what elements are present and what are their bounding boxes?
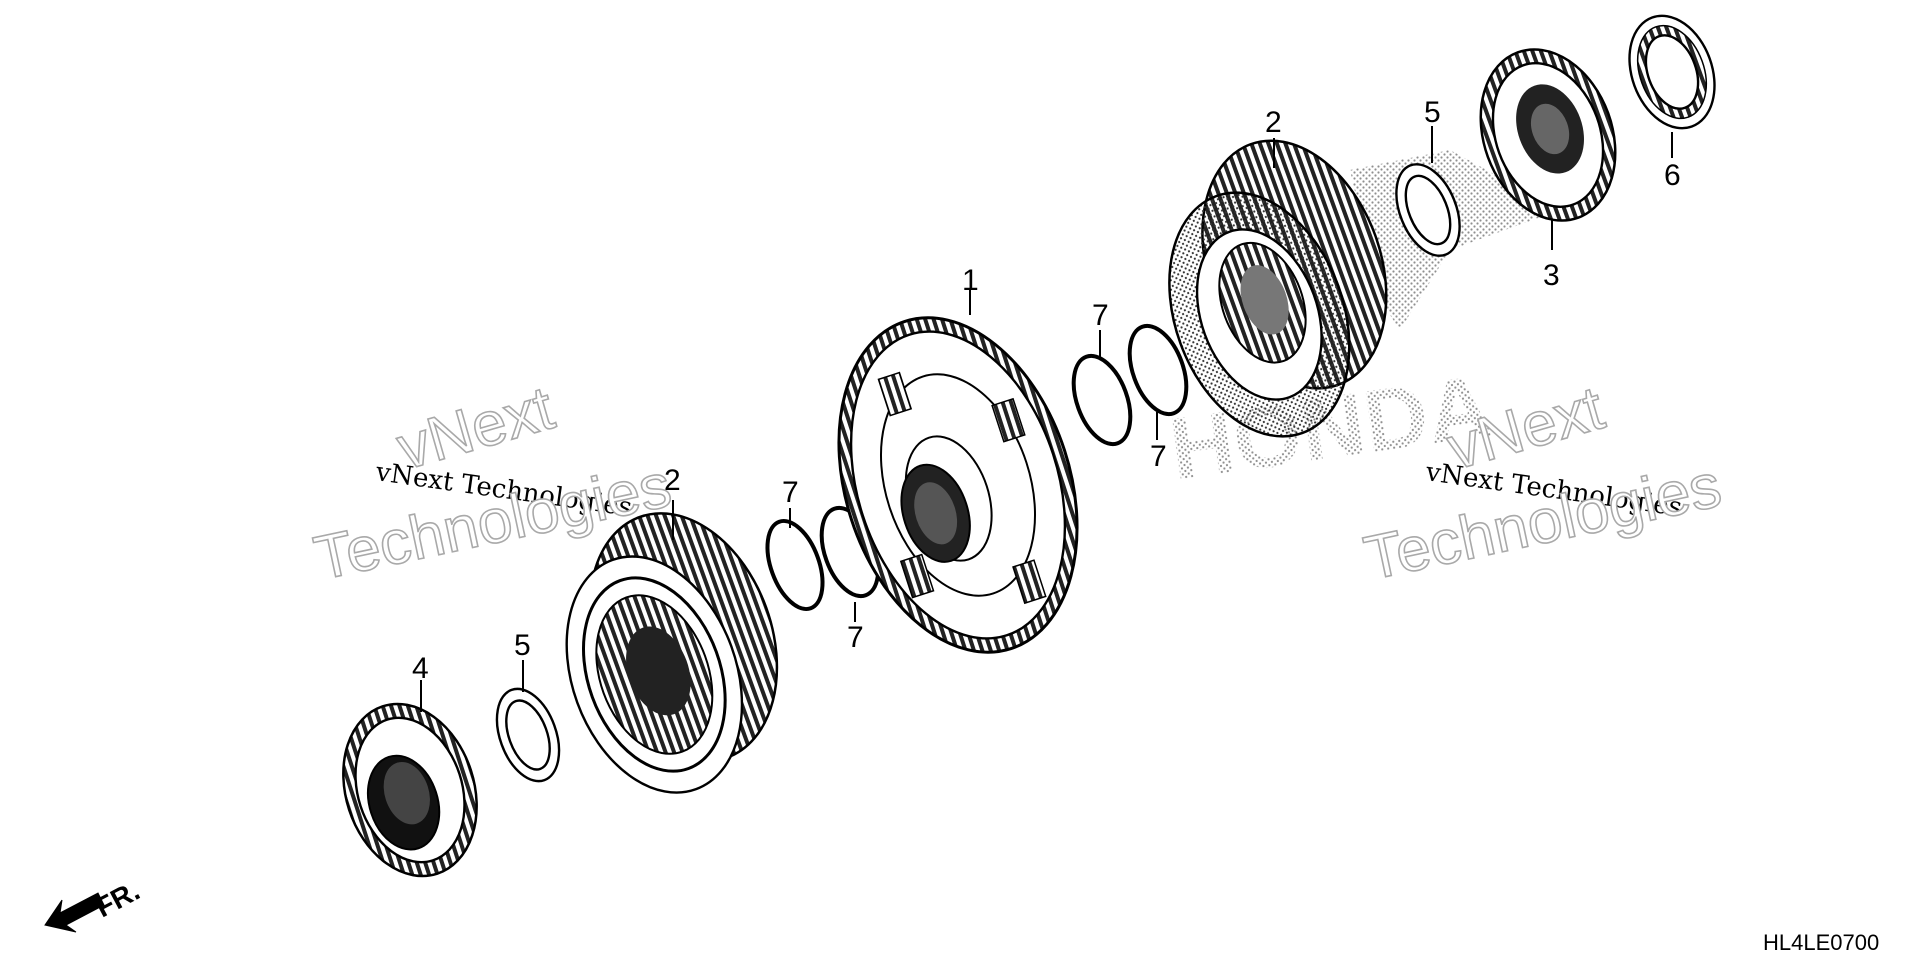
callouts: 1 2 2 3 4 5 5 6 7 7 7 7 (412, 96, 1681, 685)
watermark-left-big-1: vNext (390, 373, 561, 483)
part-1-carrier-gear (837, 316, 1079, 654)
callout-7-right-b: 7 (1150, 440, 1167, 473)
part-6-bearing (1628, 14, 1716, 130)
part-2-clutch-drum-right (1168, 139, 1388, 438)
part-2-clutch-drum-left (565, 512, 779, 794)
part-5-washer-right (1395, 163, 1461, 257)
callout-5-right: 5 (1424, 96, 1441, 129)
callout-5-left: 5 (514, 629, 531, 662)
diagram-code: HL4LE0700 (1763, 930, 1879, 955)
callout-7-left-a: 7 (782, 476, 799, 509)
callout-7-right-a: 7 (1092, 299, 1109, 332)
callout-6: 6 (1664, 159, 1681, 192)
front-direction: FR. (44, 875, 145, 933)
callout-4: 4 (412, 652, 429, 685)
part-5-washer-left (495, 687, 561, 783)
callout-3: 3 (1543, 259, 1560, 292)
part-7-ring-right-b (1127, 323, 1189, 417)
leader-lines (420, 126, 1673, 712)
part-7-ring-left-a (765, 519, 825, 611)
part-4-gear (342, 702, 478, 878)
callout-2-right: 2 (1265, 106, 1282, 139)
callout-2-left: 2 (664, 464, 681, 497)
callout-1: 1 (962, 264, 979, 297)
part-3-gear (1479, 48, 1617, 222)
callout-7-left-b: 7 (847, 621, 864, 654)
front-direction-label: FR. (90, 875, 144, 924)
part-7-ring-right-a (1071, 353, 1133, 447)
front-direction-arrow-icon (44, 892, 105, 933)
